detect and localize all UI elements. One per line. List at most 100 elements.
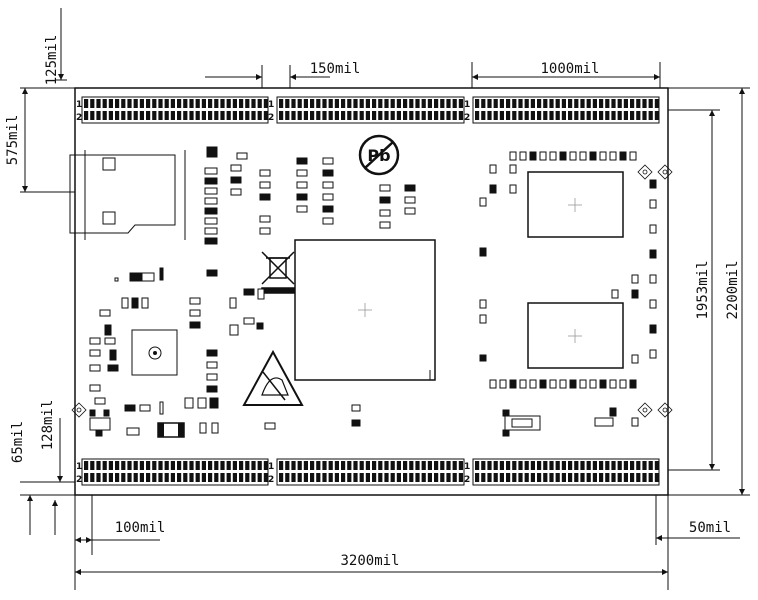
header-top-left [81, 96, 269, 124]
smd-pad [199, 422, 207, 434]
sd-card-slot-icon [69, 150, 186, 240]
smd-pad [322, 205, 334, 213]
smd-pad [189, 297, 201, 305]
smd-pad [479, 354, 487, 362]
dimension-arrows [22, 74, 745, 575]
smd-pad [259, 169, 271, 177]
dim-hole-span: 1953mil [695, 260, 711, 319]
smd-pad [243, 317, 255, 325]
dimension-arrowhead [75, 537, 81, 543]
smd-pad [204, 227, 218, 235]
smd-pad [206, 373, 218, 381]
smd-pad [631, 289, 639, 299]
dim-header-gap: 150mil [310, 61, 361, 77]
smd-pad [229, 324, 239, 336]
smd-pad [379, 196, 391, 204]
smd-pad [549, 151, 557, 161]
smd-pad [159, 401, 164, 415]
dimension-arrowhead [27, 495, 33, 501]
weee-bin-icon [261, 251, 295, 294]
smd-pad [206, 269, 218, 277]
bot-pin2-label: 2 [76, 475, 82, 485]
smd-pad [107, 364, 119, 372]
smd-pad [141, 297, 149, 309]
header-connectors [81, 96, 660, 486]
smd-pad [649, 199, 657, 209]
smd-pad [619, 151, 627, 161]
smd-pad [611, 289, 619, 299]
smd-pad [206, 361, 218, 369]
smd-pad [230, 176, 242, 184]
smd-pad [206, 146, 218, 158]
dimension-arrowhead [290, 74, 296, 80]
lead-free-label: Pb [367, 146, 390, 165]
smd-pad [109, 349, 117, 361]
dimension-arrowhead [709, 110, 715, 116]
smd-pad [259, 181, 271, 189]
smd-pad [243, 288, 255, 296]
top-right-pin2-label: 2 [464, 113, 470, 123]
dimension-arrowhead [709, 464, 715, 470]
smd-pad [529, 379, 537, 389]
smd-pad [259, 227, 271, 235]
dimension-labels: 125mil 150mil 1000mil 575mil 1953mil 220… [5, 35, 741, 569]
smd-pad [206, 385, 218, 393]
smd-pad [569, 379, 577, 389]
smd-pad [322, 193, 334, 201]
smd-pad [499, 379, 507, 389]
dimension-arrowhead [75, 569, 81, 575]
crystal-component [502, 409, 541, 437]
dimension-arrowhead [52, 500, 58, 506]
smd-pad [649, 274, 657, 284]
dimension-arrowhead [472, 74, 478, 80]
bot-mid-pin2-label: 2 [268, 475, 274, 485]
smd-pad [589, 151, 597, 161]
bot-mid-pin1-label: 1 [268, 462, 274, 472]
smd-pad [649, 179, 657, 189]
smd-pad [509, 151, 517, 161]
smd-pad [649, 299, 657, 309]
smd-pad [404, 196, 416, 204]
smd-pad [609, 407, 617, 417]
smd-pad [529, 151, 537, 161]
smd-pad [539, 151, 547, 161]
header-bottom-left [81, 458, 269, 486]
smd-pad [379, 209, 391, 217]
dimension-arrowhead [22, 186, 28, 192]
top-mid-pin1-label: 1 [268, 100, 274, 110]
smd-pad [204, 197, 218, 205]
smd-pad [229, 297, 237, 309]
smd-pad [489, 164, 497, 174]
smd-pad [209, 397, 219, 409]
dimension-arrowhead [256, 74, 262, 80]
inductor [157, 422, 185, 438]
smd-pad [204, 187, 218, 195]
smd-pad [230, 188, 242, 196]
dim-header-span: 1000mil [540, 61, 599, 77]
top-right-pin1-label: 1 [464, 100, 470, 110]
centre-marks [358, 198, 582, 343]
smd-pad [649, 324, 657, 334]
dimension-arrowhead [656, 535, 662, 541]
memory-chip-top [527, 171, 624, 238]
top-mid-pin2-label: 2 [268, 113, 274, 123]
dim-bottom-offset2: 128mil [40, 400, 56, 451]
smd-pad [259, 193, 271, 201]
smd-pad [379, 221, 391, 229]
smd-pad [479, 247, 487, 257]
esd-warning-icon [242, 349, 304, 406]
smd-pad [197, 397, 207, 409]
smd-pad [594, 417, 614, 427]
dimension-arrowhead [739, 489, 745, 495]
dimension-arrowhead [86, 537, 92, 543]
smd-pad [479, 314, 487, 324]
smd-pad [296, 205, 308, 213]
smd-pad [351, 419, 361, 427]
transistor-component [89, 409, 111, 437]
dim-right-margin: 50mil [689, 520, 731, 536]
dimension-arrowhead [739, 88, 745, 94]
smd-pad [549, 379, 557, 389]
smd-pad [189, 321, 201, 329]
smd-pad [479, 299, 487, 309]
smd-pad [139, 404, 151, 412]
